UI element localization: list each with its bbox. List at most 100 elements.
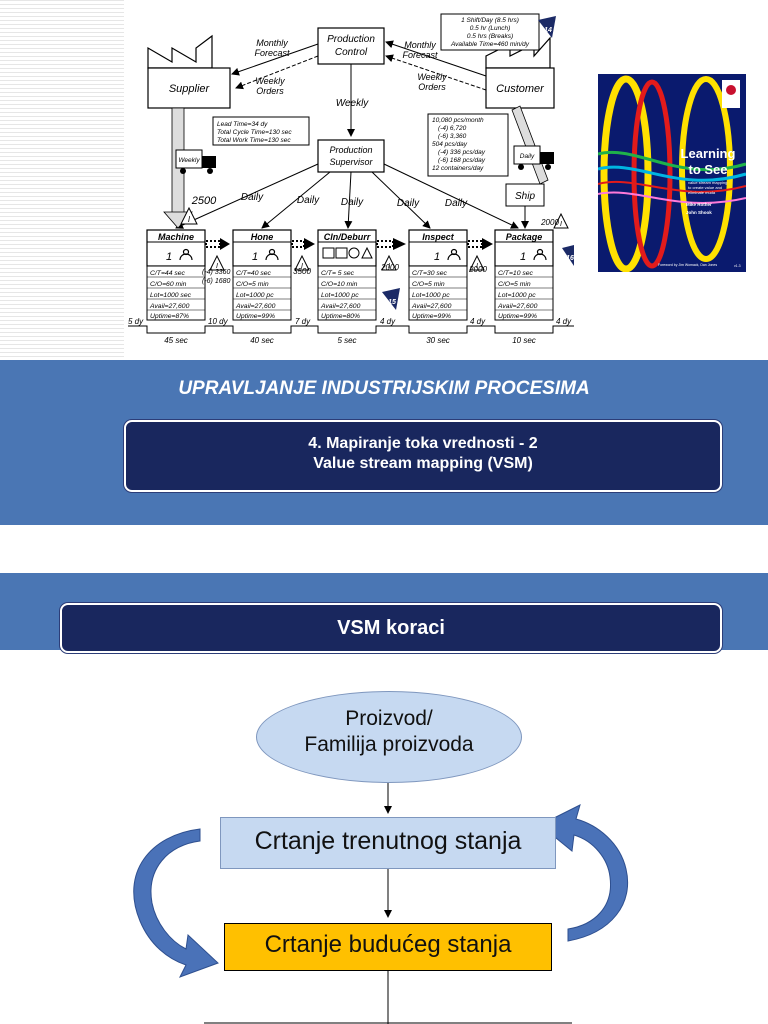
production-supervisor-2: Supervisor xyxy=(329,157,373,167)
svg-text:value stream mapping: value stream mapping xyxy=(688,180,727,185)
svg-text:I: I xyxy=(388,263,390,270)
svg-text:to See: to See xyxy=(688,162,727,177)
process-boxes xyxy=(146,229,554,321)
demand-box xyxy=(427,113,509,177)
svg-text:Foreword by Jim Womack, Dan Jo: Foreword by Jim Womack, Dan Jones xyxy=(658,263,717,267)
supplier-factory-icon xyxy=(147,34,231,109)
svg-text:Mike Rother: Mike Rother xyxy=(686,202,712,207)
weekly-truck-label: Weekly xyxy=(178,157,200,164)
svg-text:Lot=1000 pc: Lot=1000 pc xyxy=(412,292,450,299)
svg-text:Avail=27,600: Avail=27,600 xyxy=(235,303,276,310)
operator-count-machine: 1 xyxy=(166,251,172,263)
lead-time-box xyxy=(212,116,310,146)
svg-text:eliminate muda: eliminate muda xyxy=(688,190,716,195)
svg-text:C/O=60 min: C/O=60 min xyxy=(150,281,187,288)
svg-text:Avail=27,600: Avail=27,600 xyxy=(411,303,452,310)
operator-count-package: 1 xyxy=(520,251,526,263)
lead-time-3: Total Work Time=130 sec xyxy=(217,137,291,144)
step-future-state: Crtanje budućeg stanja xyxy=(224,923,552,971)
svg-text:Lot=1000 pc: Lot=1000 pc xyxy=(498,292,536,299)
svg-text:10 sec: 10 sec xyxy=(512,336,536,345)
customer-info-1: 1 Shift/Day (8.5 hrs) xyxy=(461,17,519,24)
step-current-state-label: Crtanje trenutnog stanja xyxy=(254,827,522,855)
lead-time-2: Total Cycle Time=130 sec xyxy=(217,129,292,136)
push-arrows xyxy=(205,238,493,250)
svg-text:C/T=10 sec: C/T=10 sec xyxy=(498,270,534,277)
weekly-truck-icon xyxy=(175,149,216,174)
svg-text:5 dy: 5 dy xyxy=(128,317,144,326)
demand-4: 504 pcs/day xyxy=(432,141,468,148)
badge-16: 16 xyxy=(562,245,574,266)
lecture-title-line-1: 4. Mapiranje toka vrednosti - 2 xyxy=(308,435,538,452)
monthly-forecast-right-2: Forecast xyxy=(402,50,438,60)
step-product-line-1: Proizvod/ xyxy=(345,707,433,730)
production-control-label-1: Production xyxy=(327,34,375,45)
svg-text:Avail=27,600: Avail=27,600 xyxy=(497,303,538,310)
course-title: UPRAVLJANJE INDUSTRIJSKIM PROCESIMA xyxy=(178,378,590,399)
svg-text:Avail=27,600: Avail=27,600 xyxy=(149,303,190,310)
demand-1: 10,080 pcs/month xyxy=(432,117,484,124)
ship-label: Ship xyxy=(515,191,535,202)
svg-text:C/T=40 sec: C/T=40 sec xyxy=(236,270,272,277)
svg-text:Avail=27,600: Avail=27,600 xyxy=(320,303,361,310)
svg-text:C/O=5 min: C/O=5 min xyxy=(498,281,531,288)
step-current-state: Crtanje trenutnog stanja xyxy=(220,817,556,869)
daily-4: Daily xyxy=(397,198,420,209)
svg-text:40 sec: 40 sec xyxy=(250,336,274,345)
weekly-orders-left-2: Orders xyxy=(256,86,284,96)
weekly-label: Weekly xyxy=(336,98,370,109)
daily-3: Daily xyxy=(341,197,364,208)
timeline-labels: 5 dy 10 dy 7 dy 4 dy 4 dy 4 dy 45 sec 40… xyxy=(128,317,572,345)
inventory-2000-a: 2000 xyxy=(380,263,399,272)
svg-text:C/O=10 min: C/O=10 min xyxy=(321,281,358,288)
slide2-title-box: VSM koraci xyxy=(60,603,722,653)
customer-label: Customer xyxy=(496,83,545,95)
svg-text:C/T=44 sec: C/T=44 sec xyxy=(150,270,186,277)
customer-info-box xyxy=(440,13,540,51)
lecture-title-line-2: Value stream mapping (VSM) xyxy=(313,455,533,472)
svg-text:Uptime=87%: Uptime=87% xyxy=(150,313,189,320)
inventory-triangles xyxy=(209,212,569,271)
washer-icon xyxy=(322,246,373,259)
lead-time-1: Lead Time=34 dy xyxy=(217,121,268,128)
lecture-title-box: 4. Mapiranje toka vrednosti - 2 Value st… xyxy=(124,420,722,492)
svg-text:16: 16 xyxy=(566,255,574,262)
svg-text:Uptime=99%: Uptime=99% xyxy=(498,313,537,320)
inventory-3500: 3500 xyxy=(293,267,311,276)
process-name-inspect: Inspect xyxy=(422,232,455,242)
operator-count-inspect: 1 xyxy=(434,251,440,263)
svg-text:C/T= 5 sec: C/T= 5 sec xyxy=(321,270,355,277)
slide-gap xyxy=(0,525,768,573)
inventory-1680: (-6) 1680 xyxy=(202,278,231,285)
value-stream-map: Supplier Customer Production Control Mon… xyxy=(128,13,574,345)
svg-text:Uptime=99%: Uptime=99% xyxy=(412,313,451,320)
weekly-orders-right-2: Orders xyxy=(418,82,446,92)
svg-text:4 dy: 4 dy xyxy=(380,317,396,326)
inventory-2000-b: 2000 xyxy=(468,265,487,274)
production-supervisor-1: Production xyxy=(329,145,372,155)
inventory-2000-c: 2000 xyxy=(540,218,559,227)
demand-7: 12 containers/day xyxy=(432,165,484,172)
timeline xyxy=(128,325,574,334)
process-name-cln: Cln/Deburr xyxy=(324,232,371,242)
slide-1: Supplier Customer Production Control Mon… xyxy=(0,0,768,525)
customer-info-2: 0.5 hr (Lunch) xyxy=(470,25,510,32)
inventory-triangle-icon: I xyxy=(180,206,198,225)
svg-text:C/O=5 min: C/O=5 min xyxy=(412,281,445,288)
svg-text:15: 15 xyxy=(388,299,396,306)
book-cover: Learning to See value stream mapping to … xyxy=(598,74,746,272)
operator-count-hone: 1 xyxy=(252,251,258,263)
weekly-orders-left-1: Weekly xyxy=(255,76,285,86)
svg-text:4 dy: 4 dy xyxy=(556,317,572,326)
svg-text:14: 14 xyxy=(544,27,552,34)
badge-15: 15 xyxy=(382,288,400,310)
monthly-forecast-left-1: Monthly xyxy=(256,38,288,48)
daily-truck-icon xyxy=(513,145,554,170)
svg-text:Lot=1000 sec: Lot=1000 sec xyxy=(150,292,192,299)
process-name-hone: Hone xyxy=(251,232,274,242)
weekly-orders-right-1: Weekly xyxy=(417,72,447,82)
svg-text:C/O=5 min: C/O=5 min xyxy=(236,281,269,288)
slide-2: VSM koraci Proizvod/ Familija proizvoda … xyxy=(0,573,768,1024)
demand-2: (-4) 6,720 xyxy=(438,125,467,132)
svg-text:45 sec: 45 sec xyxy=(164,336,188,345)
